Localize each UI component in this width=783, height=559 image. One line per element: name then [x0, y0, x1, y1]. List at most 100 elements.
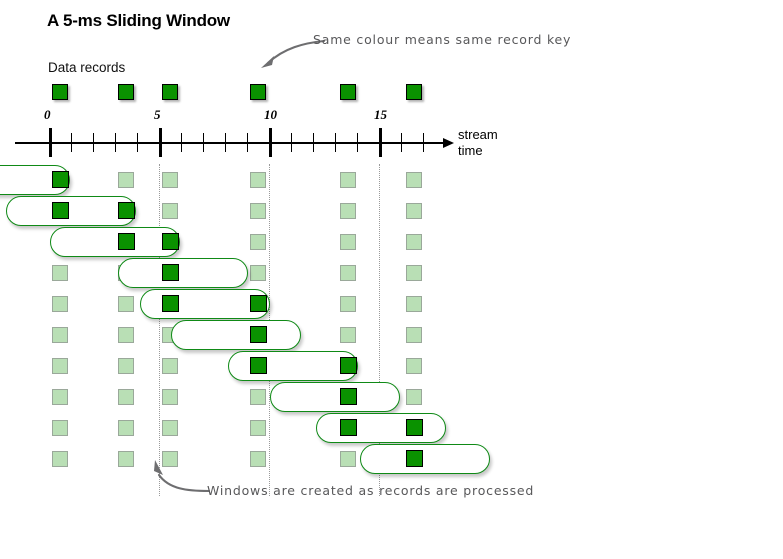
window-3-record-0	[162, 264, 179, 281]
ghost-record-r1-c3	[250, 203, 266, 219]
guide-line-t5	[159, 164, 160, 496]
ghost-record-r9-c3	[250, 451, 266, 467]
ghost-record-r5-c5	[406, 327, 423, 343]
window-6-record-1	[340, 357, 358, 374]
ghost-record-r1-c5	[406, 203, 423, 219]
axis-tick-5	[159, 128, 162, 157]
ghost-record-r8-c2	[162, 420, 178, 436]
window-1-record-1	[118, 202, 135, 219]
window-1-record-0	[52, 202, 69, 219]
axis-tick-11	[291, 133, 292, 152]
axis-tick-13	[335, 133, 336, 152]
data-record-1	[118, 84, 134, 100]
ghost-record-r5-c0	[52, 327, 68, 343]
ghost-record-r5-c4	[340, 327, 357, 343]
ghost-record-r1-c4	[340, 203, 357, 219]
guide-line-t15	[379, 164, 380, 496]
ghost-record-r7-c2	[162, 389, 178, 405]
sliding-window-4	[140, 289, 271, 319]
axis-tick-label-5: 5	[154, 107, 161, 122]
sliding-window-7	[270, 382, 400, 412]
window-7-record-0	[340, 388, 358, 405]
data-record-2	[162, 84, 178, 100]
ghost-record-r0-c4	[340, 172, 357, 188]
axis-caption-line2: time	[458, 143, 483, 158]
ghost-record-r5-c1	[118, 327, 134, 343]
ghost-record-r4-c5	[406, 296, 423, 312]
window-8-record-0	[340, 419, 358, 436]
axis-tick-label-15: 15	[374, 107, 387, 122]
axis-caption-line1: stream	[458, 127, 498, 142]
ghost-record-r9-c4	[340, 451, 357, 467]
sliding-window-6	[228, 351, 359, 381]
data-record-5	[406, 84, 423, 100]
ghost-record-r9-c1	[118, 451, 134, 467]
axis-tick-14	[357, 133, 358, 152]
sliding-window-3	[118, 258, 249, 288]
axis-tick-2	[93, 133, 94, 152]
data-record-0	[52, 84, 68, 100]
ghost-record-r4-c4	[340, 296, 357, 312]
ghost-record-r2-c5	[406, 234, 423, 250]
window-8-record-1	[406, 419, 424, 436]
axis-caption: stream time	[458, 127, 498, 159]
ghost-record-r7-c5	[406, 389, 423, 405]
ghost-record-r7-c1	[118, 389, 134, 405]
ghost-record-r8-c3	[250, 420, 266, 436]
axis-tick-10	[269, 128, 272, 157]
ghost-record-r3-c0	[52, 265, 68, 281]
axis-tick-6	[181, 133, 182, 152]
axis-line	[15, 142, 443, 144]
ghost-record-r7-c3	[250, 389, 266, 405]
ghost-record-r6-c0	[52, 358, 68, 374]
axis-tick-0	[49, 128, 52, 157]
axis-tick-7	[203, 133, 204, 152]
ghost-record-r0-c2	[162, 172, 178, 188]
axis-tick-17	[423, 133, 424, 152]
window-5-record-0	[250, 326, 267, 343]
axis-tick-16	[401, 133, 402, 152]
axis-tick-label-10: 10	[264, 107, 277, 122]
ghost-record-r2-c3	[250, 234, 266, 250]
ghost-record-r6-c5	[406, 358, 423, 374]
ghost-record-r0-c3	[250, 172, 266, 188]
axis-tick-1	[71, 133, 72, 152]
axis-tick-4	[137, 133, 138, 152]
axis-tick-3	[115, 133, 116, 152]
bottom-annotation-text: Windows are created as records are proce…	[207, 483, 535, 498]
ghost-record-r3-c5	[406, 265, 423, 281]
axis-tick-9	[247, 133, 248, 152]
ghost-record-r2-c4	[340, 234, 357, 250]
window-4-record-0	[162, 295, 179, 312]
top-annotation-text: Same colour means same record key	[313, 32, 572, 47]
ghost-record-r8-c0	[52, 420, 68, 436]
page-title: A 5-ms Sliding Window	[47, 11, 230, 30]
window-2-record-0	[118, 233, 135, 250]
sliding-window-9	[360, 444, 491, 474]
data-record-4	[340, 84, 357, 100]
ghost-record-r4-c1	[118, 296, 134, 312]
ghost-record-r1-c2	[162, 203, 178, 219]
window-2-record-1	[162, 233, 179, 250]
axis-tick-label-0: 0	[44, 107, 51, 122]
data-records-label: Data records	[48, 60, 126, 75]
ghost-record-r3-c4	[340, 265, 357, 281]
sliding-window-2	[50, 227, 180, 257]
axis-arrow-icon	[442, 138, 454, 148]
ghost-record-r8-c1	[118, 420, 134, 436]
data-record-3	[250, 84, 266, 100]
window-0-record-0	[52, 171, 69, 188]
ghost-record-r0-c1	[118, 172, 134, 188]
axis-tick-8	[225, 133, 226, 152]
ghost-record-r3-c3	[250, 265, 266, 281]
ghost-record-r9-c0	[52, 451, 68, 467]
ghost-record-r0-c5	[406, 172, 423, 188]
sliding-window-8	[316, 413, 447, 443]
ghost-record-r6-c2	[162, 358, 178, 374]
ghost-record-r6-c1	[118, 358, 134, 374]
axis-tick-15	[379, 128, 382, 157]
ghost-record-r9-c2	[162, 451, 178, 467]
ghost-record-r7-c0	[52, 389, 68, 405]
axis-tick-12	[313, 133, 314, 152]
